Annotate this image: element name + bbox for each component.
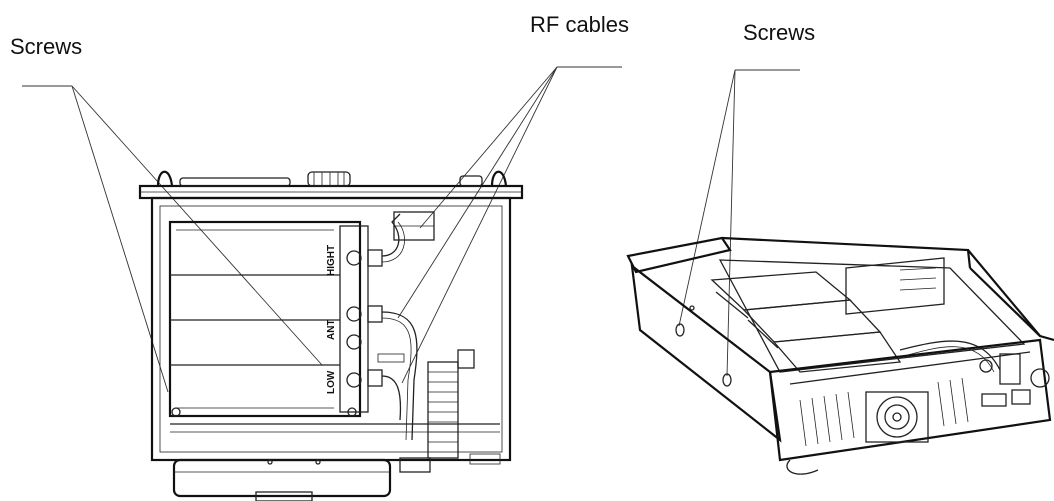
unit-top-view: HIGHT ANT LOW: [140, 172, 522, 501]
leader-lines-screws-right: [679, 70, 800, 376]
slot-label-ant: ANT: [326, 319, 337, 340]
unit-isometric-view: [628, 238, 1054, 474]
slot-label-high: HIGHT: [326, 245, 337, 276]
slot-label-low: LOW: [326, 370, 337, 394]
leader-lines-screws-left: [22, 86, 322, 392]
